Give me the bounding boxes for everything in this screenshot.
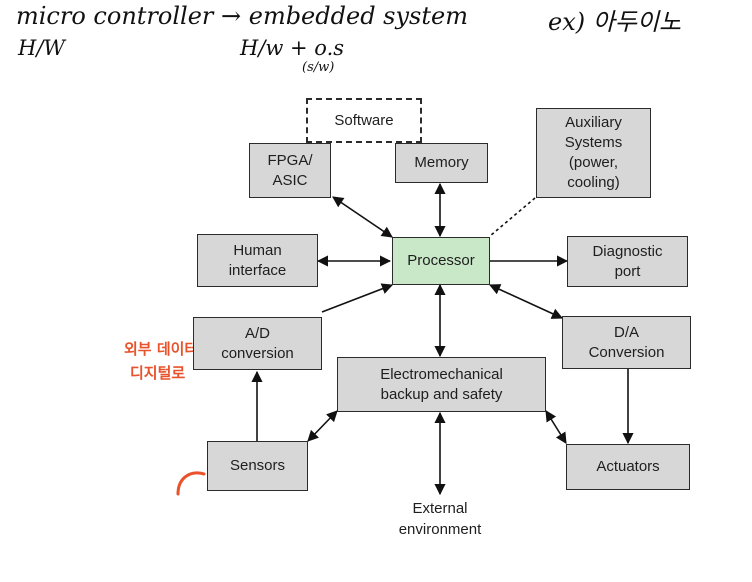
electromechanical-backup-box: Electromechanical backup and safety xyxy=(337,357,546,412)
annotation-to-digital: 디지털로 xyxy=(130,364,186,382)
human-interface-box: Human interface xyxy=(197,234,318,287)
auxiliary-systems-box: Auxiliary Systems (power, cooling) xyxy=(536,108,651,198)
processor-box: Processor xyxy=(392,237,490,285)
software-box: Software xyxy=(306,98,422,143)
arrow-processor-da xyxy=(488,284,564,319)
actuators-box: Actuators xyxy=(566,444,690,490)
fpga-asic-box: FPGA/ ASIC xyxy=(249,143,331,198)
memory-box: Memory xyxy=(395,143,488,183)
handwritten-note-line1: micro controller → embedded system xyxy=(16,2,468,30)
arrow-ad-processor xyxy=(321,283,394,313)
arrow-electromech-actuators xyxy=(545,410,567,444)
sensors-box: Sensors xyxy=(207,441,308,491)
ad-conversion-box: A/D conversion xyxy=(193,317,322,370)
da-conversion-box: D/A Conversion xyxy=(562,316,691,369)
handwritten-note-example: ex) 아두이노 xyxy=(548,8,682,36)
line-auxiliary-processor xyxy=(489,197,536,237)
diagnostic-port-box: Diagnostic port xyxy=(567,236,688,287)
handwritten-note-hw: H/W xyxy=(18,36,65,60)
arrow-sensors-electromech xyxy=(307,410,338,442)
annotation-external-data: 외부 데이터 xyxy=(124,340,199,358)
annotation-pointer-stroke xyxy=(176,471,206,496)
external-environment-label: External environment xyxy=(398,500,482,538)
arrow-fpga-processor xyxy=(332,196,393,238)
handwritten-note-line2: H/w + o.s xyxy=(240,36,345,60)
handwritten-note-sw: (s/w) xyxy=(302,60,335,75)
